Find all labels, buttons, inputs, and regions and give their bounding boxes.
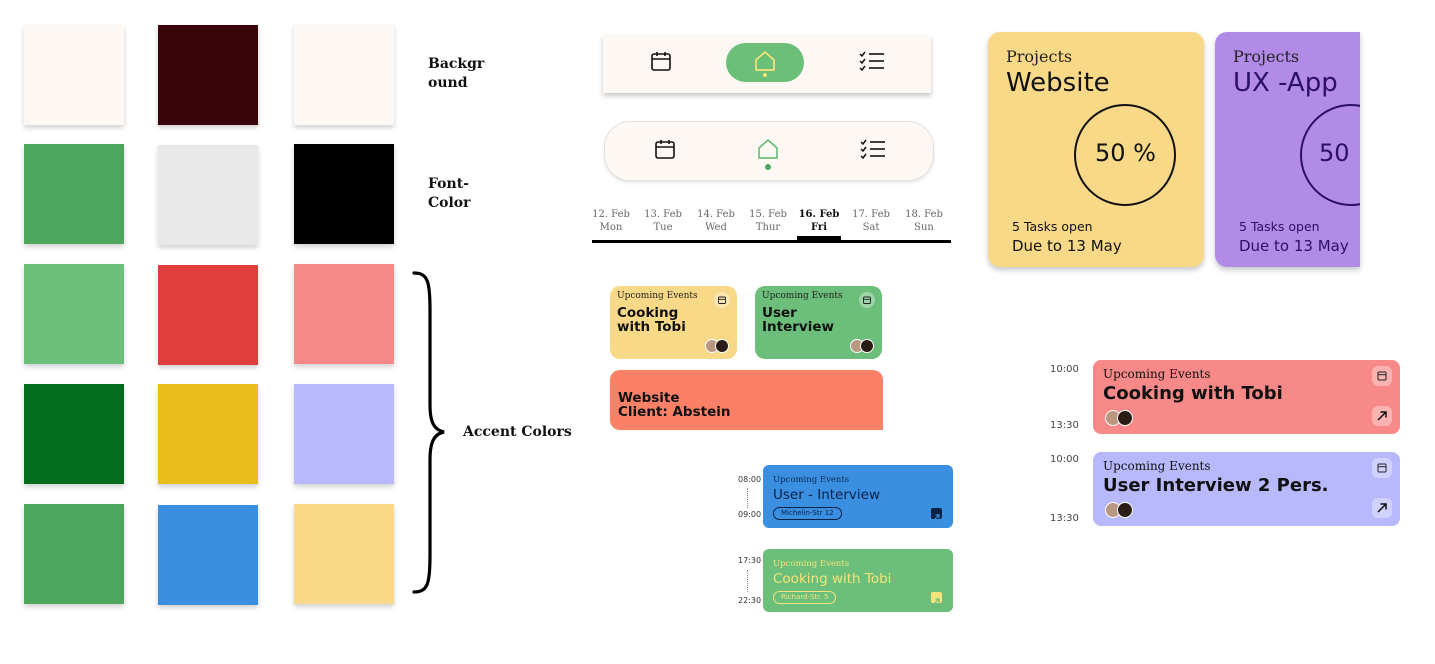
- event-subtitle: Upcoming Events: [617, 291, 698, 301]
- time-start: 10:00: [1050, 454, 1079, 465]
- event-title: User Interview 2 Pers.: [1103, 475, 1329, 496]
- project-name: Website: [1006, 68, 1110, 98]
- tasks-open: 5 Tasks open: [1012, 219, 1093, 234]
- project-card-ux-app[interactable]: Projects UX -App 50 5 Tasks open Due to …: [1215, 32, 1360, 267]
- home-icon: [755, 51, 775, 71]
- swatch-bg-cream: [24, 25, 124, 125]
- event-subtitle: Upcoming Events: [773, 559, 850, 569]
- date-strip-line: [592, 240, 951, 243]
- avatar: [715, 339, 729, 353]
- due-date: Due to 13 May: [1012, 237, 1122, 255]
- label-accent-colors: Accent Colors: [463, 424, 572, 440]
- project-label: Projects: [1233, 47, 1300, 66]
- event-title: Cooking with Tobi: [1103, 383, 1283, 404]
- tasks-open: 5 Tasks open: [1239, 219, 1320, 234]
- open-arrow-icon[interactable]: [931, 508, 942, 521]
- event-subtitle: Upcoming Events: [1103, 367, 1211, 381]
- swatch-accent-sand: [294, 504, 394, 604]
- date-active-indicator: [797, 236, 841, 241]
- event-subtitle: Upcoming Events: [773, 475, 850, 485]
- event-subtitle: Upcoming Events: [762, 291, 843, 301]
- swatch-accent-blue: [158, 505, 258, 605]
- calendar-icon[interactable]: [859, 292, 875, 308]
- project-label: Projects: [1006, 47, 1073, 66]
- open-arrow-icon[interactable]: [1372, 406, 1392, 426]
- checklist-icon[interactable]: [859, 49, 885, 73]
- avatar: [860, 339, 874, 353]
- swatch-accent-yellow: [158, 384, 258, 484]
- accent-brace: [412, 271, 445, 594]
- swatch-accent-salmon: [294, 264, 394, 364]
- time-start: 10:00: [1050, 364, 1079, 375]
- event-card-interview-large[interactable]: Upcoming Events User Interview 2 Pers.: [1093, 452, 1400, 526]
- location-tag: Michelin-Str 12: [773, 507, 842, 520]
- time-connector: [747, 570, 748, 592]
- project-card-website[interactable]: Projects Website 50 % 5 Tasks open Due t…: [988, 32, 1204, 267]
- project-name: UX -App: [1233, 68, 1338, 98]
- progress-ring: [1074, 104, 1176, 206]
- event-title: Cooking with Tobi: [773, 571, 892, 587]
- label-background: Background: [428, 56, 485, 91]
- time-start: 08:00: [738, 475, 762, 484]
- swatch-bg-maroon: [158, 25, 258, 125]
- open-arrow-icon[interactable]: [931, 592, 942, 605]
- time-card-interview[interactable]: Upcoming Events User - Interview Micheli…: [763, 465, 953, 528]
- time-connector: [747, 488, 748, 508]
- home-dot: [763, 73, 767, 77]
- progress-percent: 50: [1319, 139, 1350, 167]
- checklist-icon[interactable]: [860, 137, 886, 161]
- due-date: Due to 13 May: [1239, 237, 1349, 255]
- time-end: 09:00: [738, 510, 762, 519]
- calendar-icon[interactable]: [653, 137, 677, 161]
- swatch-font-black: [294, 144, 394, 244]
- avatar: [1117, 502, 1133, 518]
- calendar-icon[interactable]: [649, 49, 673, 73]
- time-start: 17:30: [738, 556, 762, 565]
- swatch-accent-lightgreen: [24, 264, 124, 364]
- time-end: 13:30: [1050, 420, 1079, 431]
- nav-bar-rounded: [604, 121, 934, 181]
- calendar-icon[interactable]: [714, 292, 730, 308]
- nav-bar-filled: [603, 35, 931, 93]
- progress-percent: 50 %: [1095, 139, 1156, 167]
- event-title: User - Interview: [773, 487, 880, 503]
- swatch-accent-red: [158, 265, 258, 365]
- home-icon[interactable]: [756, 137, 780, 161]
- calendar-icon[interactable]: [1372, 458, 1392, 478]
- label-font-color: Font-Color: [428, 176, 471, 211]
- home-active-dot: [765, 164, 771, 170]
- event-card-cooking-large[interactable]: Upcoming Events Cooking with Tobi: [1093, 360, 1400, 434]
- time-end: 22:30: [738, 596, 762, 605]
- swatch-bg-cream-2: [294, 25, 394, 125]
- avatar: [1117, 410, 1133, 426]
- swatch-accent-green: [24, 504, 124, 604]
- swatch-font-lightgray: [158, 145, 258, 245]
- swatch-accent-lavender: [294, 384, 394, 484]
- event-subtitle: Upcoming Events: [1103, 459, 1211, 473]
- location-tag: Richard-Str. 5: [773, 591, 837, 604]
- time-card-cooking[interactable]: Upcoming Events Cooking with Tobi Richar…: [763, 549, 953, 612]
- swatch-accent-darkgreen: [24, 384, 124, 484]
- open-arrow-icon[interactable]: [1372, 498, 1392, 518]
- home-button-active[interactable]: [726, 43, 804, 82]
- time-end: 13:30: [1050, 513, 1079, 524]
- swatch-font-green: [24, 144, 124, 244]
- calendar-icon[interactable]: [1372, 366, 1392, 386]
